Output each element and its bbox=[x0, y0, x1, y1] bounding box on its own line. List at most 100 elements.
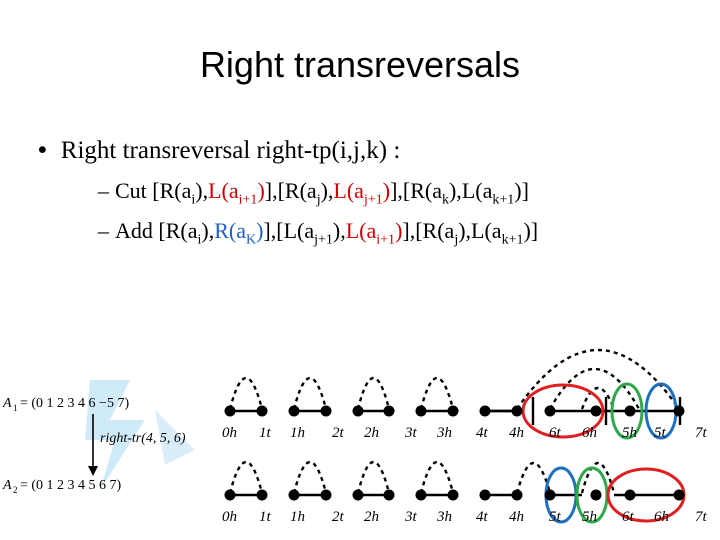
row1-node-label: 2t bbox=[332, 425, 345, 441]
row2-node bbox=[352, 489, 364, 501]
row1-node bbox=[624, 405, 636, 417]
row2-node bbox=[447, 489, 459, 501]
cut-line: –Cut [R(ai),L(ai+1)],[R(aj),L(aj+1)],[R(… bbox=[98, 178, 529, 208]
row1-node bbox=[383, 405, 395, 417]
row1-node bbox=[256, 405, 268, 417]
row1-node-label: 4h bbox=[509, 425, 524, 441]
add-part: [R(a bbox=[415, 218, 455, 243]
row2-node bbox=[320, 489, 332, 501]
row2-node-label: 6t bbox=[622, 509, 635, 525]
cut-sub: i bbox=[191, 192, 196, 208]
cut-part: )] bbox=[514, 178, 529, 203]
row2-dashed-arc bbox=[356, 460, 391, 494]
row1-node-label: 5h bbox=[622, 425, 637, 441]
row1-dashed-arc bbox=[580, 387, 616, 410]
add-part: [R(a bbox=[158, 218, 198, 243]
add-part: R(a bbox=[214, 218, 246, 243]
add-line: –Add [R(ai),R(aK)],[L(aj+1),L(ai+1)],[R(… bbox=[98, 218, 538, 248]
row1-dashed-arc bbox=[356, 376, 391, 410]
add-sub: K bbox=[245, 232, 257, 248]
row2-node-label: 1t bbox=[259, 509, 272, 525]
cut-part: [R(a bbox=[152, 178, 192, 203]
row1-node bbox=[224, 405, 236, 417]
add-part: L(a bbox=[345, 218, 377, 243]
add-sub: j+1 bbox=[314, 232, 333, 248]
row1-node bbox=[511, 405, 523, 417]
cut-sub: k+1 bbox=[492, 192, 515, 208]
cut-part: ), bbox=[320, 178, 334, 203]
add-lead: Add bbox=[115, 218, 159, 243]
row2-node-label: 3h bbox=[436, 509, 452, 525]
row2-node-label: 1h bbox=[290, 509, 305, 525]
row1-dashed-arc bbox=[292, 376, 328, 410]
add-sub: j bbox=[454, 232, 459, 248]
add-part: )] bbox=[523, 218, 539, 243]
add-part: ), bbox=[458, 218, 472, 243]
bullet-item: •Right transreversal right-tp(i,j,k) : bbox=[38, 136, 400, 165]
bullet-text: Right transreversal right-tp(i,j,k) : bbox=[60, 137, 401, 164]
row1-node-label: 3t bbox=[404, 425, 418, 441]
row2-node-label: 4t bbox=[476, 509, 489, 525]
cut-sub: k bbox=[441, 192, 449, 208]
cut-sub: i+1 bbox=[238, 192, 258, 208]
row2-node-label: 7t bbox=[695, 509, 708, 525]
row1-node bbox=[288, 405, 300, 417]
row1-node bbox=[479, 405, 491, 417]
a2-label: A bbox=[2, 478, 12, 493]
row2-node-label: 4h bbox=[509, 509, 524, 525]
row1-node-label: 7t bbox=[695, 425, 708, 441]
row1-node bbox=[673, 405, 685, 417]
row2-node bbox=[544, 489, 556, 501]
add-sub: i+1 bbox=[376, 232, 396, 248]
row2-node-label: 2t bbox=[332, 509, 345, 525]
cut-part: ], bbox=[264, 178, 278, 203]
row1-node-label: 4t bbox=[476, 425, 489, 441]
add-part: [L(a bbox=[276, 218, 315, 243]
cut-part: [R(a bbox=[402, 178, 442, 203]
row2-node bbox=[383, 489, 395, 501]
row2-node-label: 5h bbox=[582, 509, 597, 525]
add-dash: – bbox=[98, 218, 109, 243]
row1-red-highlight bbox=[521, 383, 605, 439]
row2-dashed-arc bbox=[580, 461, 616, 494]
row1-dashed-arc bbox=[419, 376, 455, 410]
row2-node bbox=[288, 489, 300, 501]
a2-value: = (0 1 2 3 4 5 6 7) bbox=[20, 478, 122, 493]
cut-dash: – bbox=[98, 178, 109, 203]
row2-node bbox=[511, 489, 523, 501]
a1-value: = (0 1 2 3 4 6 −5 7) bbox=[20, 396, 129, 411]
row2-dashed-arc bbox=[228, 460, 264, 494]
row2-node-label: 6h bbox=[654, 509, 669, 525]
row2-node-label: 3t bbox=[404, 509, 418, 525]
cut-part: L(a bbox=[208, 178, 239, 203]
a2-sub: 2 bbox=[13, 485, 18, 495]
row1-node bbox=[590, 405, 602, 417]
add-part: ) bbox=[256, 218, 264, 243]
row2-dashed-arc bbox=[292, 460, 328, 494]
row1-node-label: 6h bbox=[582, 425, 597, 441]
row2-dashed-arc bbox=[515, 461, 552, 494]
row1-node bbox=[352, 405, 364, 417]
operation-label: right-tr(4, 5, 6) bbox=[100, 431, 186, 446]
row1-node-label: 6t bbox=[549, 425, 562, 441]
row1-green-highlight bbox=[610, 382, 644, 440]
cut-part: ) bbox=[382, 178, 391, 203]
cut-part: [R(a bbox=[277, 178, 317, 203]
row2-node-label: 0h bbox=[222, 509, 237, 525]
row1-dashed-arc bbox=[228, 376, 264, 410]
row2-node bbox=[224, 489, 236, 501]
row1-node-label: 1t bbox=[259, 425, 272, 441]
row1-dashed-arc bbox=[548, 368, 641, 410]
add-part: ) bbox=[395, 218, 403, 243]
slide-title: Right transreversals bbox=[199, 44, 521, 85]
row1-node bbox=[320, 405, 332, 417]
cut-lead: Cut bbox=[115, 178, 153, 203]
add-part: L(a bbox=[471, 218, 502, 243]
cut-part: L(a bbox=[333, 178, 364, 203]
row2-node bbox=[590, 489, 602, 501]
row2-dashed-arc bbox=[419, 460, 455, 494]
cut-sub: j+1 bbox=[363, 192, 383, 208]
row2-node-label: 2h bbox=[364, 509, 379, 525]
row2-node bbox=[415, 489, 427, 501]
